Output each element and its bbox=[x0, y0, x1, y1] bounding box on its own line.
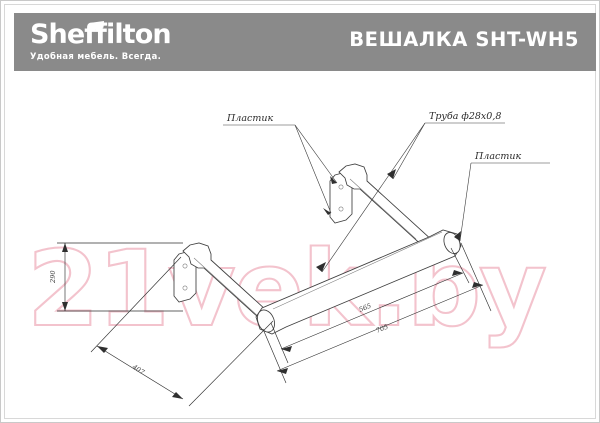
callout-plastic-right-arm bbox=[459, 162, 472, 242]
technical-drawing: Пластик Труба ф28х0,8 bbox=[5, 71, 599, 422]
rear-plate-hole-top bbox=[338, 184, 344, 190]
front-bracket-assembly bbox=[173, 242, 278, 329]
dimension-depth-ext-b bbox=[188, 320, 274, 407]
brand-tagline: Удобная мебель. Всегда. bbox=[30, 51, 162, 61]
dimension-bar-length-arrow-a bbox=[281, 346, 292, 352]
front-plate-hole-top bbox=[182, 263, 188, 269]
dimension-overall-width-arrow-b bbox=[472, 282, 483, 288]
callout-tube: Труба ф28х0,8 bbox=[316, 111, 505, 273]
dimension-overall-width-arrow-a bbox=[277, 368, 288, 374]
logo-flag-icon bbox=[91, 21, 104, 30]
rear-plate-hole-bottom bbox=[338, 206, 344, 212]
callout-plastic-right-label: Пластик bbox=[474, 151, 521, 162]
callout-plastic-left-label: Пластик bbox=[226, 113, 273, 124]
dimension-overall-width: 705 bbox=[262, 242, 492, 384]
page-title: ВЕШАЛКА SHT-WH5 bbox=[349, 28, 579, 51]
dimension-bar-length-line bbox=[280, 272, 464, 350]
callout-plastic-right-arrow bbox=[454, 231, 461, 241]
dimension-height-arrow-bottom bbox=[62, 302, 68, 311]
brand-logo: Sheffilton Удобная мебель. Всегда. bbox=[30, 20, 260, 62]
dimension-depth-arrow-a bbox=[97, 346, 108, 353]
header-banner: Sheffilton Удобная мебель. Всегда. ВЕШАЛ… bbox=[14, 13, 596, 71]
dimension-bar-length-arrow-b bbox=[452, 270, 463, 276]
callout-tube-arrow-b bbox=[316, 262, 326, 272]
rear-arm-seam bbox=[349, 178, 417, 240]
callout-plastic-left-arrow-b bbox=[323, 208, 331, 215]
main-bar-tube bbox=[255, 229, 462, 335]
rear-bracket-assembly bbox=[329, 163, 434, 250]
callout-tube-label: Труба ф28х0,8 bbox=[429, 111, 501, 122]
dimension-depth-line bbox=[96, 345, 184, 400]
callout-tube-arrow-a bbox=[387, 169, 396, 179]
callout-plastic-left: Пластик bbox=[223, 113, 338, 215]
dimension-bar-length-ext-a bbox=[270, 322, 289, 364]
dimension-bar-length-ext-b bbox=[450, 247, 470, 284]
main-hanging-bar bbox=[255, 229, 462, 335]
dimension-overall-width-ext-a bbox=[262, 328, 287, 384]
dimension-height-arrow-top bbox=[62, 243, 68, 252]
dimension-height: 290 bbox=[49, 242, 183, 312]
front-arm-seam bbox=[193, 257, 261, 319]
callout-plastic-left-arm-a bbox=[294, 124, 338, 184]
dimension-overall-width-ext-b bbox=[460, 242, 492, 312]
dimension-depth-arrow-b bbox=[172, 392, 183, 399]
dimension-height-value: 290 bbox=[49, 270, 57, 284]
brand-name: Sheffilton bbox=[30, 19, 172, 50]
callout-plastic-right: Пластик bbox=[454, 151, 550, 242]
callout-tube-arm-a bbox=[392, 122, 426, 180]
main-bar-end-cap-left bbox=[256, 309, 276, 333]
front-plate-hole-bottom bbox=[182, 285, 188, 291]
dimension-depth-ext-a bbox=[90, 256, 182, 353]
dimension-depth: 407 bbox=[90, 256, 274, 407]
page-inner-frame: Sheffilton Удобная мебель. Всегда. ВЕШАЛ… bbox=[4, 4, 596, 419]
dimension-overall-width-value: 705 bbox=[375, 323, 390, 335]
rear-arm-tube bbox=[338, 163, 434, 250]
main-bar-seam bbox=[272, 231, 443, 310]
callout-tube-arm-b bbox=[321, 122, 426, 273]
dimension-overall-width-line bbox=[276, 284, 484, 372]
callout-plastic-left-arm-b bbox=[294, 124, 332, 214]
callout-plastic-left-arrow-a bbox=[330, 176, 337, 184]
